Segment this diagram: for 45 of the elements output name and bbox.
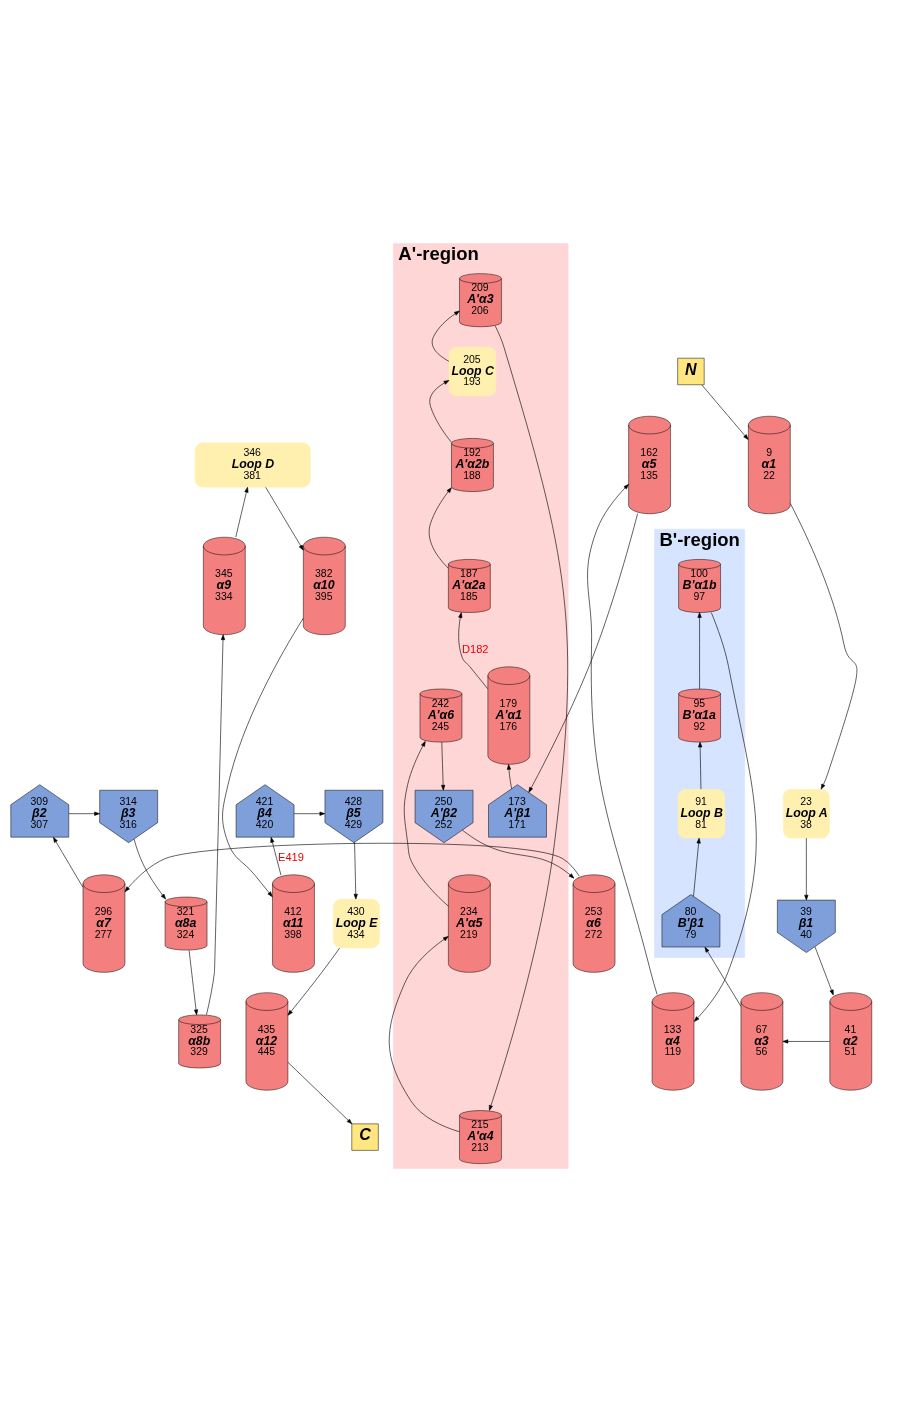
arrow — [133, 838, 166, 900]
arrow — [270, 837, 282, 876]
arrow — [782, 1039, 830, 1044]
arrow — [701, 384, 749, 440]
arrow — [462, 829, 575, 879]
arrow — [814, 946, 834, 996]
arrow — [506, 764, 512, 789]
arrow — [388, 936, 460, 1133]
arrow — [697, 612, 702, 690]
node-box: 23 Loop A 38 — [782, 789, 830, 839]
edge-label: D182 — [461, 643, 489, 656]
node-box: 205 Loop C 193 — [448, 346, 497, 397]
arrow — [293, 811, 326, 816]
arrow — [698, 741, 703, 790]
arrow — [206, 634, 226, 1016]
node-box: C — [351, 1123, 379, 1151]
arrow — [429, 380, 452, 443]
node-box: 91 Loop B 81 — [677, 789, 726, 839]
arrow — [488, 325, 568, 1111]
arrow — [235, 486, 249, 538]
arrow — [704, 946, 742, 1007]
arrow — [53, 837, 84, 888]
arrow — [287, 1062, 353, 1125]
arrow — [353, 842, 358, 900]
node-box: 430 Loop E 434 — [333, 898, 380, 949]
arrow — [441, 741, 446, 791]
arrow — [403, 741, 449, 907]
arrow — [693, 612, 757, 1022]
arrow — [528, 513, 638, 793]
arrow — [287, 947, 340, 1016]
arrow — [68, 811, 100, 816]
node-box: 346 Loop D 381 — [194, 442, 311, 488]
arrow — [693, 837, 701, 897]
arrow — [222, 617, 304, 897]
arrow — [188, 950, 199, 1016]
arrow — [428, 487, 452, 569]
edge-label: E419 — [278, 851, 304, 864]
arrow — [804, 837, 809, 901]
arrow — [431, 310, 460, 362]
arrow — [587, 484, 658, 995]
arrow — [265, 486, 304, 551]
node-box: N — [677, 357, 705, 385]
arrow — [790, 503, 858, 790]
arrow — [458, 612, 488, 689]
arrow — [124, 843, 580, 892]
